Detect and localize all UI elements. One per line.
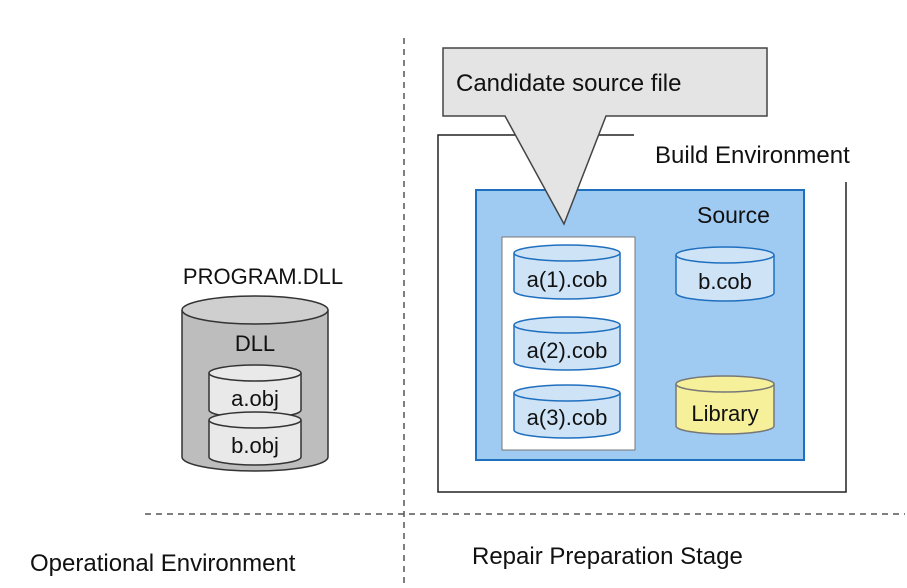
operational-environment-label: Operational Environment	[30, 550, 296, 577]
callout-bubble	[442, 47, 768, 226]
build-environment-label: Build Environment	[655, 142, 850, 169]
callout-text: Candidate source file	[456, 70, 681, 97]
a-obj-label: a.obj	[231, 386, 279, 411]
library-label: Library	[691, 401, 758, 426]
dll-label: DLL	[235, 331, 275, 356]
candidate-file-1: a(1).cob	[513, 244, 621, 300]
b-cob-label: b.cob	[698, 269, 752, 294]
program-title: PROGRAM.DLL	[183, 264, 343, 289]
candidate-file-3-label: a(3).cob	[527, 405, 608, 430]
candidate-file-3: a(3).cob	[513, 384, 621, 439]
candidate-file-2: a(2).cob	[513, 316, 621, 371]
b-obj-block: b.obj	[208, 411, 302, 466]
repair-preparation-stage-label: Repair Preparation Stage	[472, 543, 743, 570]
candidate-file-1-label: a(1).cob	[527, 267, 608, 292]
build-environment-box	[437, 134, 847, 493]
source-label: Source	[697, 202, 770, 228]
b-obj-label: b.obj	[231, 433, 279, 458]
library-cylinder: Library	[675, 375, 775, 435]
candidate-file-2-label: a(2).cob	[527, 338, 608, 363]
b-cob-file: b.cob	[675, 246, 775, 302]
a-obj-block: a.obj	[208, 364, 302, 419]
